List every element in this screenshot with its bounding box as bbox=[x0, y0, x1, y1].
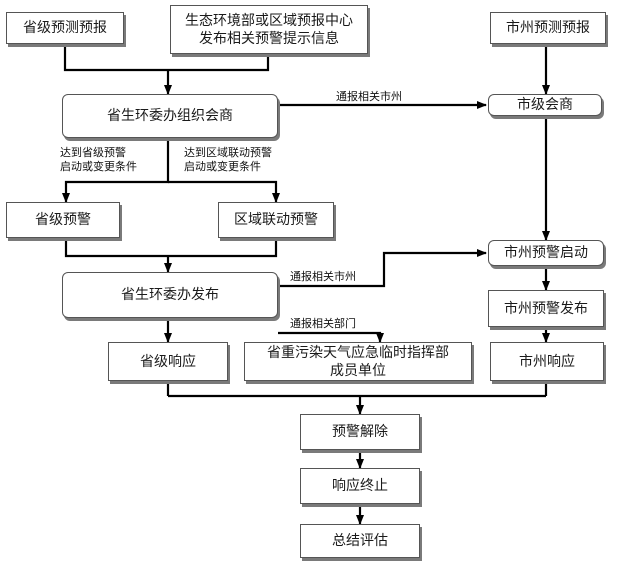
node-provincial-forecast: 省级预测预报 bbox=[6, 12, 124, 44]
edge-notify-departments bbox=[278, 331, 384, 343]
label-notify-city-1: 通报相关市州 bbox=[336, 90, 402, 103]
node-command-units: 省重污染天气应急临时指挥部 成员单位 bbox=[244, 342, 472, 381]
node-city-warning-start-text: 市州预警启动 bbox=[504, 245, 588, 261]
node-provincial-consult: 省生环委办组织会商 bbox=[62, 94, 278, 138]
edge-warnings-merge bbox=[64, 238, 278, 258]
node-regional-warning-text: 区域联动预警 bbox=[234, 212, 318, 228]
edge-provincial-forecast bbox=[63, 44, 270, 72]
node-eco-center: 生态环境部或区域预报中心 发布相关预警提示信息 bbox=[170, 5, 368, 54]
node-response-end-text: 响应终止 bbox=[332, 478, 388, 494]
node-provincial-publish-text: 省生环委办发布 bbox=[121, 287, 219, 303]
node-provincial-publish: 省生环委办发布 bbox=[62, 272, 278, 318]
node-warning-lifted: 预警解除 bbox=[300, 414, 420, 450]
node-command-units-text: 省重污染天气应急临时指挥部 成员单位 bbox=[267, 344, 449, 379]
node-summary-eval: 总结评估 bbox=[300, 524, 420, 558]
node-response-end: 响应终止 bbox=[300, 468, 420, 504]
label-regional-condition: 达到区域联动预警 启动或变更条件 bbox=[184, 146, 272, 173]
node-provincial-warning-text: 省级预警 bbox=[35, 212, 91, 228]
node-city-warning-publish-text: 市州预警发布 bbox=[504, 300, 588, 317]
label-provincial-condition: 达到省级预警 启动或变更条件 bbox=[60, 146, 137, 173]
node-city-warning-start: 市州预警启动 bbox=[488, 240, 604, 266]
node-city-response-text: 市州响应 bbox=[519, 353, 575, 370]
node-city-forecast: 市州预测预报 bbox=[490, 12, 606, 44]
label-notify-city-2: 通报相关市州 bbox=[290, 270, 356, 283]
edge-consult-to-provincial-warning bbox=[62, 138, 170, 203]
node-provincial-response: 省级响应 bbox=[108, 342, 228, 381]
node-city-forecast-text: 市州预测预报 bbox=[506, 20, 590, 36]
node-city-consult-text: 市级会商 bbox=[517, 97, 573, 113]
node-city-warning-publish: 市州预警发布 bbox=[488, 290, 604, 327]
node-provincial-warning: 省级预警 bbox=[6, 202, 120, 238]
edge-notify-city-2 bbox=[278, 249, 487, 288]
node-provincial-response-text: 省级响应 bbox=[140, 353, 196, 370]
node-provincial-forecast-text: 省级预测预报 bbox=[23, 20, 107, 36]
node-city-response: 市州响应 bbox=[490, 342, 604, 381]
node-eco-center-text: 生态环境部或区域预报中心 发布相关预警提示信息 bbox=[185, 12, 353, 47]
node-summary-eval-text: 总结评估 bbox=[332, 533, 388, 549]
edge-consult-to-regional-warning bbox=[168, 180, 280, 203]
label-notify-departments: 通报相关部门 bbox=[290, 317, 356, 330]
node-regional-warning: 区域联动预警 bbox=[218, 202, 334, 238]
node-warning-lifted-text: 预警解除 bbox=[332, 424, 388, 440]
node-city-consult: 市级会商 bbox=[488, 94, 602, 116]
node-provincial-consult-text: 省生环委办组织会商 bbox=[107, 108, 233, 124]
